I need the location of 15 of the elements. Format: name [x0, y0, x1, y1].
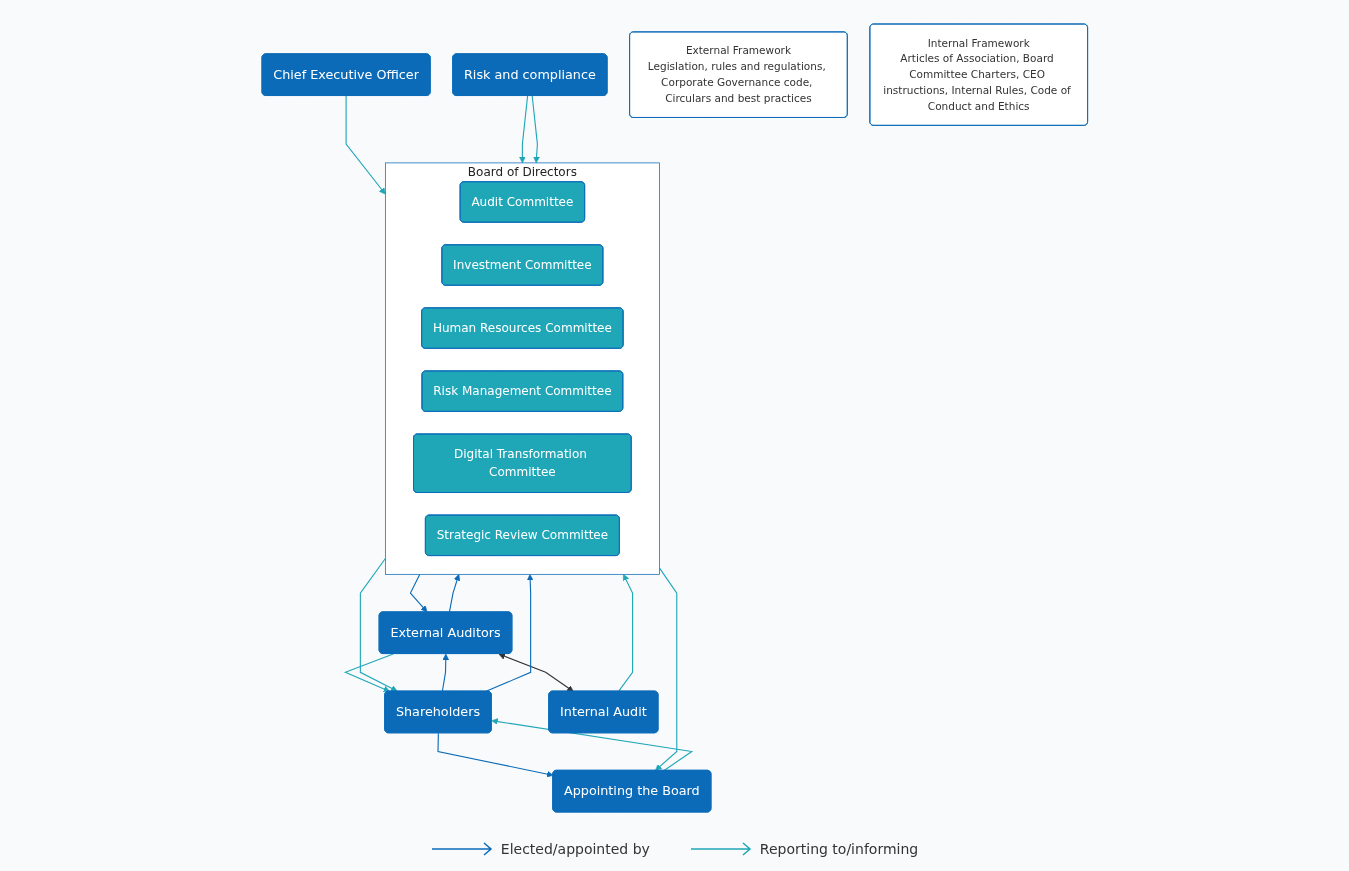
legend-label: Elected/appointed by: [500, 841, 650, 857]
arrow: [654, 566, 678, 771]
arrow: [448, 573, 460, 612]
arrow: [491, 717, 693, 771]
arrow: [343, 652, 394, 692]
arrow: [409, 573, 428, 612]
arrow: [345, 94, 386, 194]
arrow: [437, 732, 554, 777]
arrow: [531, 94, 540, 163]
arrow: [617, 573, 633, 692]
arrow: [441, 653, 449, 692]
arrow: [518, 94, 528, 163]
legend-label: Reporting to/informing: [759, 841, 919, 857]
arrow: [359, 557, 398, 691]
arrow: [498, 652, 574, 692]
